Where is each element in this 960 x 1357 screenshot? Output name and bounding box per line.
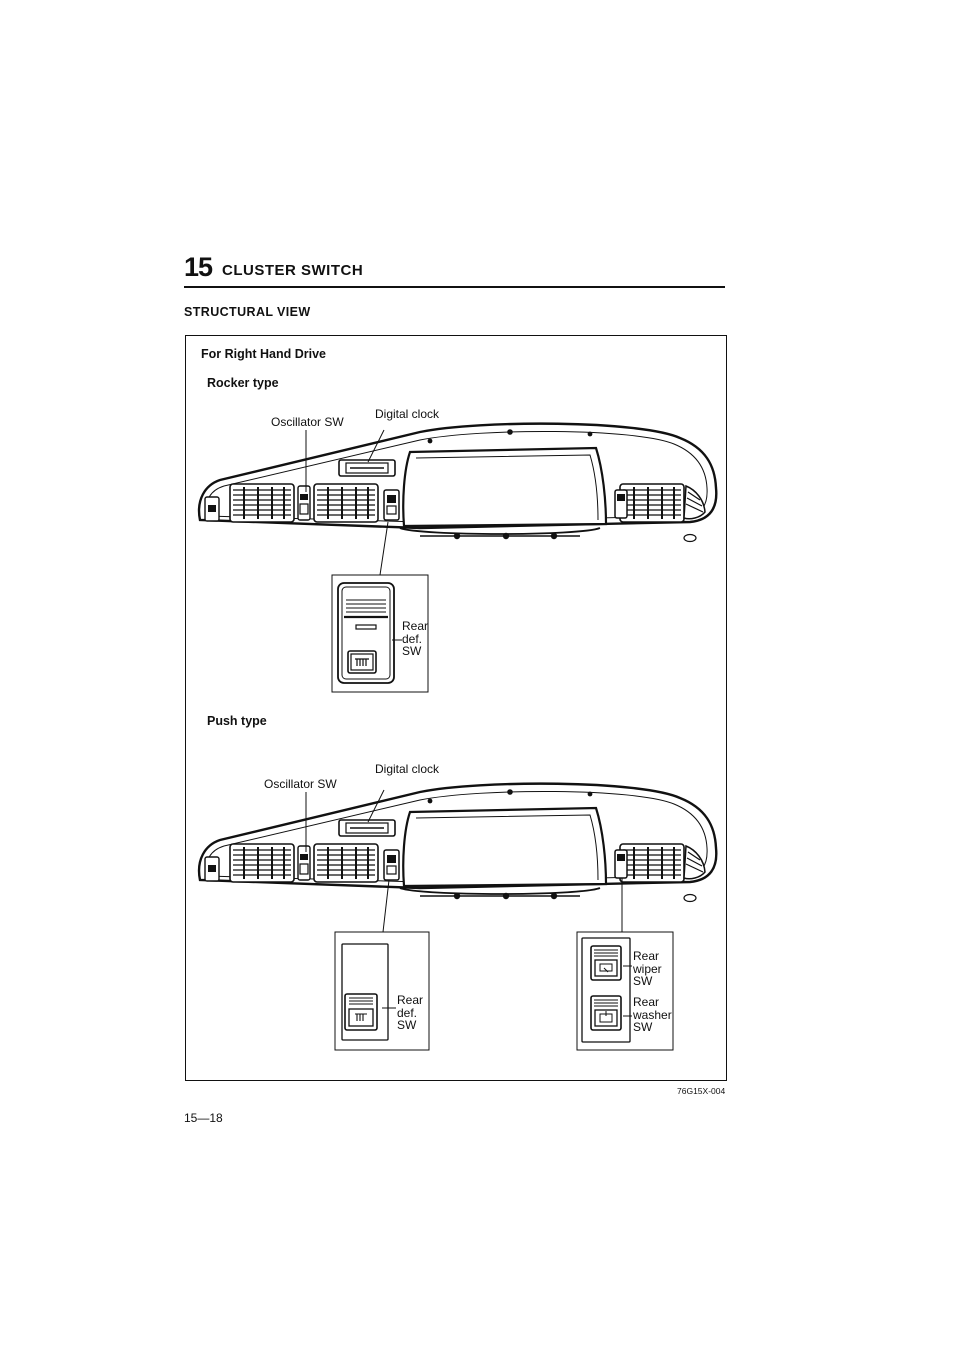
push-rear-def-inset [334, 931, 430, 1051]
push-rear-washer-label: Rear washer SW [633, 995, 672, 1035]
push-rear-wiper-label: Rear wiper SW [633, 949, 662, 989]
rocker-rear-def-inset [331, 574, 429, 693]
rocker-cluster [199, 424, 716, 542]
push-wiper-washer-inset [576, 931, 674, 1051]
rocker-oscillator-label: Oscillator SW [271, 415, 344, 429]
rocker-clock-label: Digital clock [375, 407, 440, 421]
push-oscillator-label: Oscillator SW [264, 777, 337, 791]
chapter-title: CLUSTER SWITCH [222, 262, 364, 279]
figure-code: 76G15X-004 [677, 1086, 726, 1096]
push-heading: Push type [207, 714, 267, 728]
push-clock-label: Digital clock [375, 762, 440, 776]
push-cluster [199, 784, 716, 902]
drive-heading: For Right Hand Drive [201, 347, 327, 361]
page-number: 15—18 [184, 1111, 223, 1125]
figure-frame [185, 335, 727, 1081]
header-rule [184, 286, 725, 288]
push-rear-def-label: Rear def. SW [397, 993, 424, 1033]
rocker-heading: Rocker type [207, 376, 279, 390]
rocker-rear-def-label: Rear def. SW [402, 619, 429, 659]
chapter-number: 15 [184, 252, 213, 282]
section-title: STRUCTURAL VIEW [184, 305, 311, 319]
